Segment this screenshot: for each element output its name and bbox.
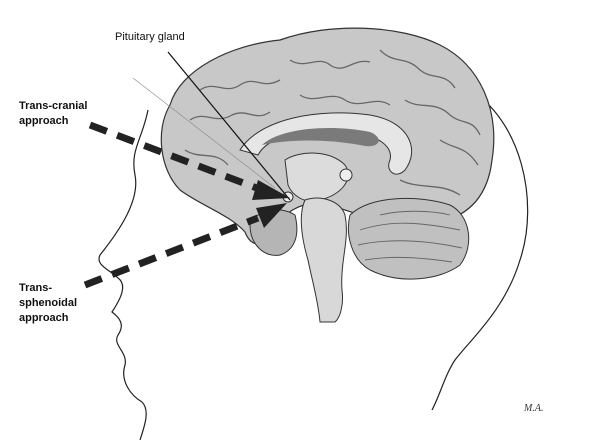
brainstem (300, 197, 347, 323)
pineal-body (339, 168, 353, 182)
transcranial-label-line1: Trans-cranial (19, 100, 88, 112)
transsphenoidal-arrow (83, 214, 260, 289)
pituitary-leader-line (167, 51, 291, 201)
thalamus (284, 152, 349, 202)
cerebellum (347, 198, 470, 280)
pituitary-gland-label: Pituitary gland (115, 31, 185, 43)
artist-signature: M.A. (524, 403, 544, 414)
thin-leader-line (132, 77, 276, 189)
gyri (184, 49, 481, 196)
back-of-head-outline (431, 89, 529, 411)
cerebellum-folia (357, 210, 463, 263)
face-profile-outline (98, 109, 149, 440)
transsphenoidal-label-line3: approach (19, 312, 69, 324)
lateral-ventricle (262, 128, 379, 147)
transcranial-arrowhead (252, 180, 290, 200)
transcranial-arrow (88, 121, 264, 194)
transsphenoidal-label-line1: Trans- (19, 282, 53, 294)
transsphenoidal-label-line2: sphenoidal (19, 297, 78, 309)
transsphenoidal-arrowhead (256, 203, 287, 228)
transcranial-label-line2: approach (19, 115, 69, 127)
